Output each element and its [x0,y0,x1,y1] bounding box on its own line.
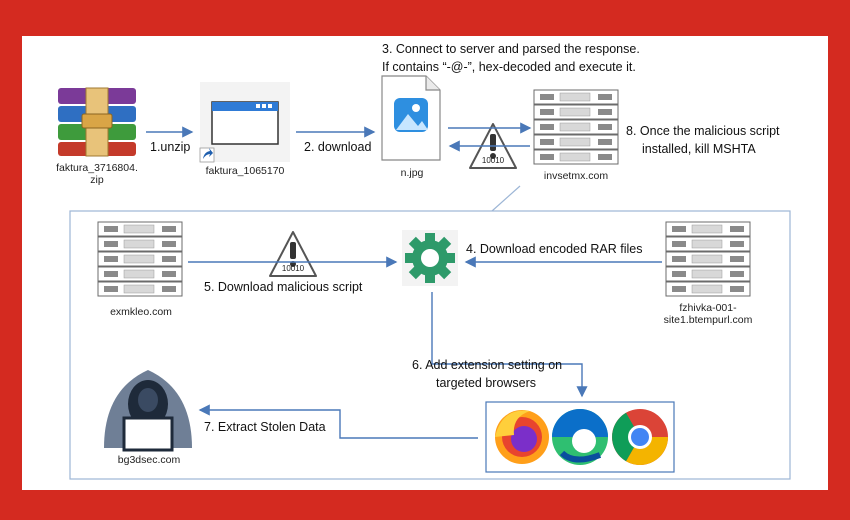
diagram-graphics [58,75,791,480]
window-shortcut-icon [199,82,290,163]
step-8-label-line1: 8. Once the malicious script [626,124,780,138]
winrar-icon [58,87,136,157]
step-2-label: 2. download [304,140,372,154]
hacker-label: bg3dsec.com [117,454,181,466]
image-label: n.jpg [400,167,424,179]
step-6-label-line1: 6. Add extension setting on [412,358,563,372]
payload-number: 10010 [281,264,305,273]
step-3-label-line2: If contains “-@-”, hex-decoded and execu… [382,60,636,74]
firefox-icon [495,410,549,464]
server-fzhivka-label: fzhivka-001- site1.btempurl.com [663,302,753,326]
payload-number: 10010 [481,156,505,165]
step-4-label: 4. Download encoded RAR files [466,242,643,256]
image-file-icon [381,75,441,161]
server-invsetmx-label: invsetmx.com [543,170,609,182]
chrome-icon [612,409,668,465]
zip-file-label: faktura_3716804. zip [56,162,138,186]
step-7-label: 7. Extract Stolen Data [204,420,326,434]
step-5-label: 5. Download malicious script [204,280,363,294]
lower-group-box [69,210,791,480]
edge-icon [552,409,608,465]
step-6-label-line2: targeted browsers [436,376,537,390]
server-icon [98,222,182,296]
gear-icon [402,230,458,286]
hacker-icon [104,370,192,452]
diagram-canvas: faktura_3716804. zip faktura_1065170 n.j… [22,36,828,490]
server-exmkleo-label: exmkleo.com [110,306,172,318]
step-1-label: 1.unzip [150,140,191,154]
flow-arrows [146,122,662,439]
server-icon [534,90,618,164]
step-3-label-line1: 3. Connect to server and parsed the resp… [382,42,640,56]
server-icon [666,222,750,296]
step-8-label-line2: installed, kill MSHTA [642,142,756,156]
shortcut-label: faktura_1065170 [205,165,285,177]
